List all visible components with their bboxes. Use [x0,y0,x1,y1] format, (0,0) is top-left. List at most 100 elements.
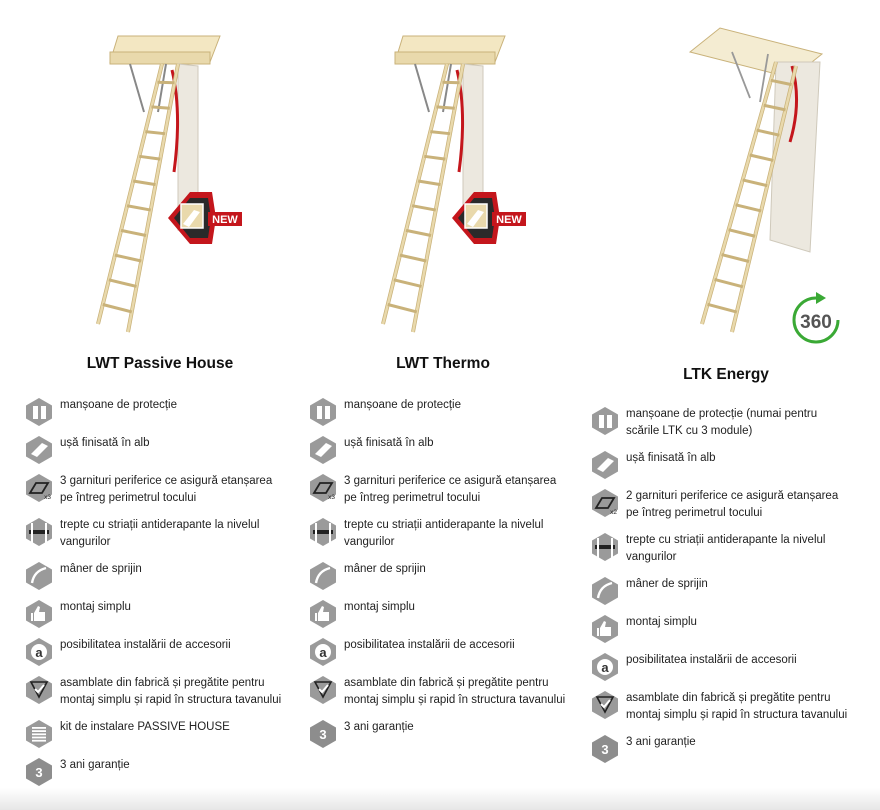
feature-text-line: scările LTK cu 3 module) [626,425,753,437]
feature-text: montaj simplu [60,599,131,616]
feature-text-line: ușă finisată în alb [344,437,434,449]
feature-text: 3 ani garanție [626,734,696,751]
new-badge-text: NEW [496,214,522,226]
svg-text:x3: x3 [328,494,335,501]
thumbs-up-icon [592,615,618,643]
protective-sleeves-icon [26,398,52,426]
feature-text-line: trepte cu striații antiderapante la nive… [60,519,260,531]
feature-text-line: montaj simplu și rapid în structura tava… [626,709,848,721]
svg-text:a: a [601,660,609,675]
feature-text-line: montaj simplu [60,601,131,613]
ladder-image-ltk-energy [688,27,824,333]
feature-text: 2 garnituri periferice ce asigură etanșa… [626,488,838,522]
feature-text-line: montaj simplu și rapid în structura tava… [344,694,566,706]
thumbs-up-icon [310,600,336,628]
feature-text-line: 3 garnituri periferice ce asigură etanșa… [60,475,273,487]
feature-text-line: mâner de sprijin [344,563,426,575]
feature-list-lwt-thermo: manșoane de protecție ușă finisată în alb… [308,397,598,797]
feature-text: posibilitatea instalării de accesorii [626,652,797,669]
ladder-image-lwt-thermo [381,35,506,333]
feature-text-line: trepte cu striații antiderapante la nive… [344,519,544,531]
feature-text-line: posibilitatea instalării de accesorii [344,639,515,651]
accessories-a-icon: a [592,653,618,681]
feature-text-line: manșoane de protecție [344,399,461,411]
feature-text: mâner de sprijin [60,561,142,578]
svg-text:a: a [319,645,327,660]
new-badge-lwt-thermo: NEW [452,192,526,244]
feature-text: ușă finisată în alb [60,435,150,452]
protective-sleeves-icon [592,407,618,435]
feature-text-line: pe întreg perimetrul tocului [344,492,481,504]
feature-text: asamblate din fabrică și pregătite pentr… [60,675,281,709]
factory-assembled-icon [592,691,618,719]
feature-text-line: vangurilor [60,536,111,548]
feature-text-line: 3 ani garanție [344,721,414,733]
feature-text: montaj simplu [626,614,697,631]
feature-text-line: montaj simplu și rapid în structura tava… [60,694,282,706]
product-title: LWT Passive House [86,355,234,372]
seals-x3-icon: x3 [26,474,52,502]
accessories-a-icon: a [26,638,52,666]
svg-text:x3: x3 [44,494,51,501]
feature-text: montaj simplu [344,599,415,616]
feature-text: 3 ani garanție [344,719,414,736]
svg-text:x2: x2 [610,509,617,516]
feature-text: trepte cu striații antiderapante la nive… [626,532,825,566]
feature-text-line: trepte cu striații antiderapante la nive… [626,534,826,546]
accessories-a-icon: a [310,638,336,666]
white-hatch-icon [592,451,618,479]
feature-text: ușă finisată în alb [626,450,716,467]
feature-text-line: pe întreg perimetrul tocului [626,507,763,519]
product-title: LWT Thermo [396,355,490,372]
feature-text-line: mâner de sprijin [60,563,142,575]
feature-text-line: montaj simplu [626,616,697,628]
feature-text: mâner de sprijin [344,561,426,578]
feature-text: posibilitatea instalării de accesorii [60,637,231,654]
feature-text-line: ușă finisată în alb [626,452,716,464]
warranty-3-icon: 3 [26,758,52,786]
rotation-360-badge: 360 [792,292,840,344]
seals-x2-icon: x2 [592,489,618,517]
handrail-icon [26,562,52,590]
feature-text-line: montaj simplu [344,601,415,613]
svg-text:3: 3 [319,727,326,742]
feature-text: asamblate din fabrică și pregătite pentr… [344,675,565,709]
feature-text-line: posibilitatea instalării de accesorii [60,639,231,651]
feature-text-line: manșoane de protecție [60,399,177,411]
white-hatch-icon [26,436,52,464]
grooved-steps-icon [592,533,618,561]
feature-text-line: vangurilor [626,551,677,563]
bottom-shadow [0,788,880,810]
svg-text:a: a [35,645,43,660]
new-badge-lwt-passive-house: NEW [168,192,242,244]
feature-text: 3 garnituri periferice ce asigură etanșa… [344,473,556,507]
svg-text:3: 3 [601,742,608,757]
thumbs-up-icon [26,600,52,628]
feature-text: mâner de sprijin [626,576,708,593]
feature-text: posibilitatea instalării de accesorii [344,637,515,654]
feature-text: manșoane de protecție [344,397,461,414]
feature-text-line: kit de instalare PASSIVE HOUSE [60,721,230,733]
feature-text-line: asamblate din fabrică și pregătite pentr… [60,677,265,689]
feature-text: 3 garnituri periferice ce asigură etanșa… [60,473,272,507]
seals-x3-icon: x3 [310,474,336,502]
svg-text:3: 3 [35,765,42,780]
feature-text-line: 3 ani garanție [60,759,130,771]
install-kit-icon [26,720,52,748]
handrail-icon [592,577,618,605]
rotation-360-text: 360 [800,312,832,333]
feature-text-line: asamblate din fabrică și pregătite pentr… [626,692,831,704]
feature-text-line: mâner de sprijin [626,578,708,590]
feature-text: trepte cu striații antiderapante la nive… [344,517,543,551]
white-hatch-icon [310,436,336,464]
feature-text: 3 ani garanție [60,757,130,774]
feature-text-line: ușă finisată în alb [60,437,150,449]
product-title: LTK Energy [683,366,769,383]
feature-text: ușă finisată în alb [344,435,434,452]
feature-text-line: 3 garnituri periferice ce asigură etanșa… [344,475,557,487]
feature-text-line: 2 garnituri periferice ce asigură etanșa… [626,490,839,502]
warranty-3-icon: 3 [310,720,336,748]
ladder-image-lwt-passive-house [96,35,221,333]
